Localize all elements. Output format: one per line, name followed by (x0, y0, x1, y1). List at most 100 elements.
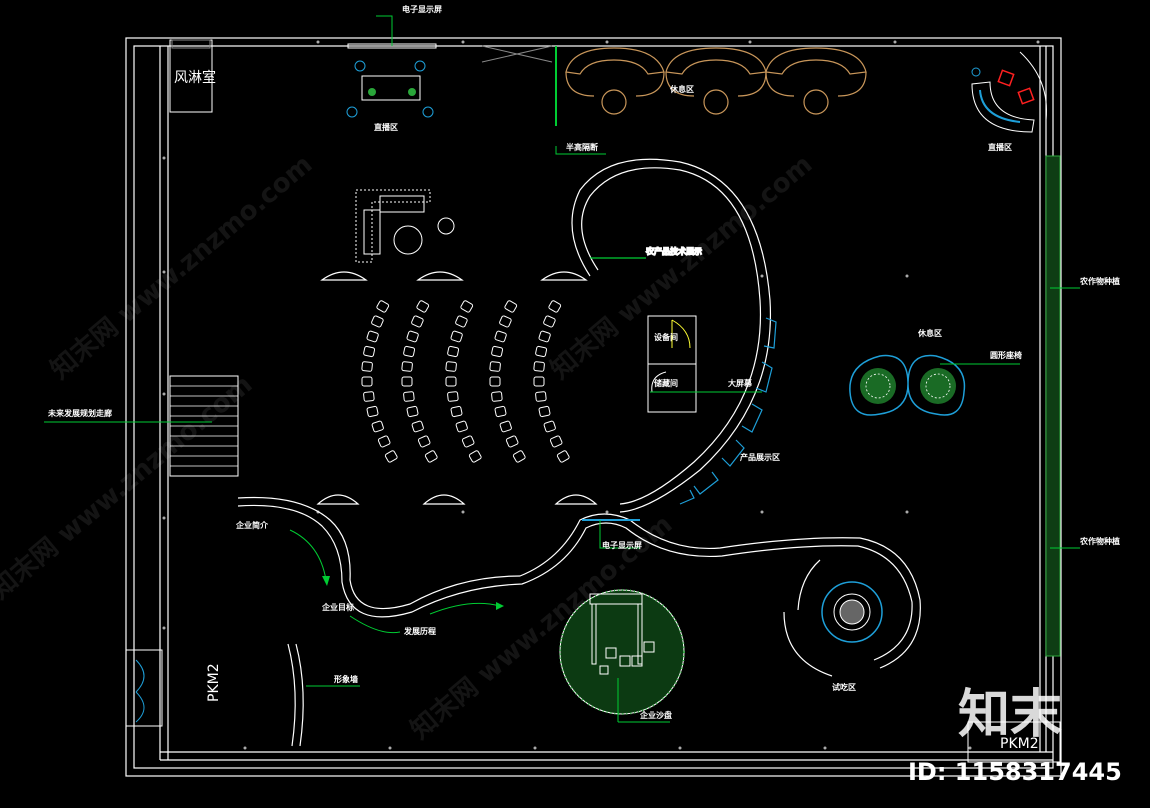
live-area-right: 直播区 (971, 51, 1047, 152)
audience-seat (411, 420, 424, 433)
top-screen-label: 电子显示屏 (402, 4, 442, 14)
watermark-2: 知末网 www.znzmo.com (545, 149, 818, 385)
audience-seat (447, 345, 460, 358)
audience-seat (491, 391, 503, 402)
audience-seat (461, 435, 475, 448)
audience-seat (494, 330, 507, 343)
display-panels (679, 317, 777, 505)
audience-seat (460, 300, 474, 313)
half-partition-label: 半高隔断 (566, 142, 598, 152)
audience-seat (401, 361, 413, 372)
sand-table: 企业沙盘 (559, 589, 685, 723)
lounge-sofa (355, 189, 455, 263)
audience-seat (455, 315, 468, 328)
audience-seat (538, 405, 551, 418)
future-corridor-label: 未来发展规划走廊 (47, 408, 112, 418)
audience-seat (366, 405, 379, 418)
s-curve-wall (237, 496, 921, 669)
product-display-label: 产品展示区 (740, 452, 780, 462)
half-moon-tables (316, 271, 598, 505)
audience-seat (376, 300, 390, 313)
audience-seat (535, 391, 547, 402)
audience-seat (411, 315, 424, 328)
audience-seat (549, 435, 563, 448)
live-area-left-label: 直播区 (374, 122, 398, 132)
audience-seat (499, 420, 512, 433)
audience-seat (499, 315, 512, 328)
audience-seat (416, 300, 430, 313)
audience-seat (556, 450, 570, 463)
audience-seats (361, 300, 570, 463)
crop-planting-2-label: 农作物种植 (1079, 536, 1120, 546)
audience-seat (417, 435, 431, 448)
sand-table-label: 企业沙盘 (639, 710, 672, 720)
rest-area-right: 休息区 圆形座椅 (849, 328, 1022, 416)
audience-seat (371, 315, 384, 328)
image-wall: 形象墙 (287, 643, 360, 747)
round-seat-label: 圆形座椅 (990, 350, 1022, 360)
agri-tech-label: 农产品技术展示 (645, 246, 702, 256)
audience-seat (450, 330, 463, 343)
audience-seat (548, 300, 562, 313)
top-screen: 电子显示屏 (347, 4, 442, 49)
audience-seat (361, 376, 373, 387)
audience-seat (489, 361, 501, 372)
audience-seat (543, 420, 556, 433)
live-area-right-label: 直播区 (988, 142, 1012, 152)
live-area-left: 直播区 (346, 60, 434, 132)
agri-tech-wall: 农产品技术展示 (571, 158, 772, 513)
rest-area-right-label: 休息区 (917, 328, 942, 338)
audience-seat (504, 300, 518, 313)
image-wall-label: 形象墙 (334, 674, 358, 684)
audience-seat (447, 391, 459, 402)
company-intro-label: 企业简介 (235, 520, 269, 530)
half-partition: 半高隔断 (481, 45, 606, 155)
rest-area-top: 休息区 (565, 47, 867, 115)
watermark-1: 知末网 www.znzmo.com (45, 149, 318, 385)
storage-room-label: 储藏间 (653, 378, 678, 388)
doors (125, 649, 1061, 763)
shower-room: 风淋室 (169, 39, 216, 113)
audience-seat (543, 315, 556, 328)
audience-seat (535, 345, 548, 358)
audience-seat (512, 450, 526, 463)
audience-seat (455, 420, 468, 433)
audience-seat (384, 450, 398, 463)
watermark-layer: 知末网 www.znzmo.com 知末网 www.znzmo.com 知末网 … (0, 149, 818, 745)
audience-seat (533, 376, 545, 387)
service-rooms: 设备间 储藏间 大屏幕 (647, 315, 762, 413)
bottom-screen: 电子显示屏 (582, 519, 642, 550)
pkm2-left-label: PKM2 (206, 663, 222, 702)
audience-seat (361, 361, 373, 372)
watermark-4: 知末网 www.znzmo.com (0, 369, 258, 605)
audience-seat (401, 376, 413, 387)
audience-seat (363, 391, 375, 402)
audience-seat (468, 450, 482, 463)
rest-area-top-label: 休息区 (669, 84, 694, 94)
tasting-area-label: 试吃区 (832, 682, 856, 692)
audience-seat (403, 345, 416, 358)
brand-logo: 知末 (958, 685, 1062, 745)
audience-seat (366, 330, 379, 343)
future-corridor: 未来发展规划走廊 (44, 375, 239, 477)
image-id: ID: 1158317445 (908, 758, 1122, 786)
company-goal-label: 企业目标 (321, 602, 354, 612)
audience-seat (406, 330, 419, 343)
audience-seat (424, 450, 438, 463)
crop-planting-1-label: 农作物种植 (1079, 276, 1120, 286)
bottom-screen-label: 电子显示屏 (602, 540, 642, 550)
audience-seat (377, 435, 391, 448)
company-area: 企业简介 企业目标 发展历程 (235, 520, 504, 636)
audience-seat (406, 405, 419, 418)
pkm2-right-label: PKM2 (1000, 736, 1039, 752)
audience-seat (533, 361, 545, 372)
big-screen-label: 大屏幕 (728, 378, 753, 388)
audience-seat (445, 376, 457, 387)
audience-seat (505, 435, 519, 448)
audience-seat (489, 376, 501, 387)
shower-room-label: 风淋室 (174, 69, 216, 86)
audience-seat (371, 420, 384, 433)
audience-seat (403, 391, 415, 402)
audience-seat (450, 405, 463, 418)
